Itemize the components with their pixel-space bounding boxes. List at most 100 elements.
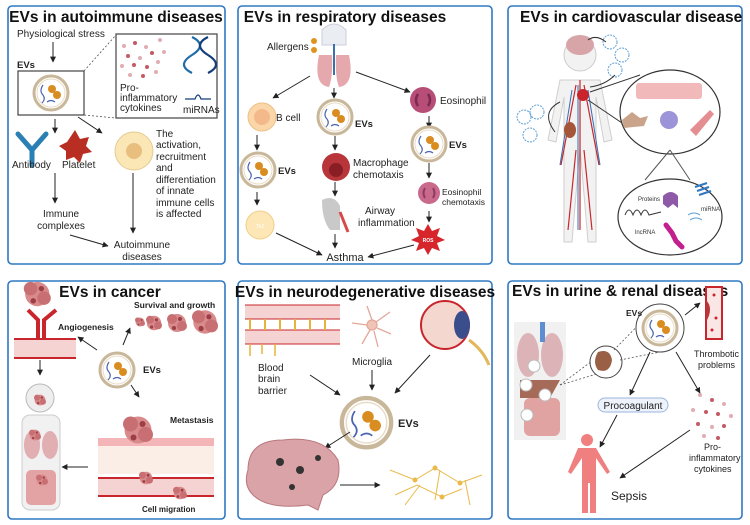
stress-label: Physiological stress [17, 29, 105, 40]
eye-icon [420, 300, 491, 366]
angiogenesis-label: Angiogenesis [58, 322, 114, 332]
autoimmune-diseases-label: diseases [122, 252, 161, 263]
bbb-label: barrier [258, 386, 288, 397]
ev-vesicle-icon [641, 309, 679, 347]
platelet-label: Platelet [62, 160, 96, 171]
evs-label: EVs [143, 365, 161, 376]
panel-title: EVs in autoimmune diseases [9, 9, 223, 26]
tumor-vessel-icon [14, 281, 76, 359]
ev-vesicle-icon [342, 398, 391, 447]
human-torso-organs-icon [514, 322, 566, 440]
kidney-icon [595, 351, 612, 371]
svg-text:and: and [156, 163, 173, 174]
allergens-label: Allergens [267, 42, 309, 53]
ev-cluster-icon [516, 34, 630, 143]
cytokines-label: cytokines [694, 464, 732, 474]
human-organs-icon [21, 383, 61, 511]
immune-cell-icon [660, 111, 678, 129]
antibody-icon [15, 131, 49, 168]
ev-vesicle-icon [410, 125, 448, 163]
lungs-icon [317, 23, 351, 87]
cytokines-label: inflammatory [689, 453, 741, 463]
human-body-icon [547, 35, 613, 243]
macrophage-icon [322, 153, 350, 181]
molecule-icon [663, 222, 685, 250]
svg-text:ROS: ROS [423, 238, 435, 244]
svg-text:The: The [156, 129, 174, 140]
ev-vesicle-icon [98, 351, 136, 389]
panel-respiratory: EVs in respiratory diseases Allergens B … [237, 5, 493, 265]
fibroblast-icon [622, 112, 648, 128]
svg-text:recruitment: recruitment [156, 152, 206, 163]
airway-icon [322, 198, 350, 233]
innate-immune-cell-icon [114, 131, 154, 171]
brain-icon [245, 438, 340, 511]
ev-vesicle-icon [239, 151, 277, 189]
autoimmune-diseases-label: Autoimmune [114, 240, 171, 251]
human-sepsis-icon [568, 434, 610, 513]
evs-label: EVs [398, 418, 419, 430]
panel-renal: EVs in urine & renal diseases EVs Thromb… [507, 280, 743, 520]
svg-text:of innate: of innate [156, 186, 195, 197]
evs-label: EVs [17, 60, 35, 71]
ros-icon: ROS [411, 224, 445, 255]
panel-title: EVs in cardiovascular disease [520, 9, 743, 26]
cytokines-label: inflammatory [120, 93, 177, 104]
cytokine-dots-icon [120, 38, 166, 78]
ev-vesicle-icon [32, 74, 70, 112]
panel-cardiovascular: EVs in cardiovascular disease Proteins [507, 5, 743, 265]
evs-label: EVs [278, 166, 296, 177]
svg-text:is affected: is affected [156, 209, 201, 220]
smooth-muscle-cell-icon [690, 110, 714, 136]
b-cell-icon [247, 102, 277, 132]
asthma-label: Asthma [326, 252, 364, 264]
macrophage-label: Macrophage [353, 158, 409, 169]
panel-title: EVs in neurodegenerative diseases [235, 284, 495, 301]
complexes-label: Immune [43, 209, 80, 220]
neurons-icon [389, 465, 483, 506]
bbb-label: brain [258, 374, 280, 385]
microglia-label: Microglia [352, 357, 392, 368]
allergen-icon [311, 38, 317, 53]
svg-text:immune cells: immune cells [156, 198, 214, 209]
eosinophil-label: Eosinophil [440, 96, 486, 107]
macrophage-label: chemotaxis [353, 170, 404, 181]
thrombotic-label: problems [698, 360, 736, 370]
svg-text:differentiation: differentiation [156, 175, 216, 186]
ev-cargo-inset [617, 178, 723, 256]
thrombus-vessel-icon [705, 286, 723, 340]
mirnas-label: miRNAs [183, 105, 220, 116]
antibody-label: Antibody [12, 160, 51, 171]
cell-migration-label: Cell migration [142, 505, 195, 514]
procoagulant-label: Procoagulant [604, 401, 663, 412]
complexes-label: complexes [37, 221, 85, 232]
metastasis-vessel-icon [98, 416, 214, 500]
sepsis-label: Sepsis [611, 489, 647, 503]
protein-icon [663, 192, 678, 208]
panel-title: EVs in cancer [59, 284, 161, 301]
panel-title: EVs in urine & renal diseases [512, 283, 728, 300]
svg-text:Th2: Th2 [256, 224, 265, 230]
eosinophil-icon [418, 182, 440, 204]
blood-brain-barrier-icon [245, 304, 340, 356]
cytokines-label: Pro- [704, 442, 721, 452]
b-cell-label: B cell [276, 113, 300, 124]
panel-title: EVs in respiratory diseases [244, 9, 446, 26]
mirna-icon [694, 182, 712, 196]
dna-icon [182, 36, 218, 74]
evs-label: EVs [355, 119, 373, 130]
svg-text:activation,: activation, [156, 140, 201, 151]
eosinophil-icon [410, 87, 436, 113]
panel-neurodegenerative: EVs in neurodegenerative diseases Blood … [235, 280, 495, 520]
ev-vesicle-icon [316, 98, 354, 136]
panel-autoimmune: EVs in autoimmune diseases Physiological… [7, 5, 226, 265]
survival-label: Survival and growth [134, 300, 215, 310]
thrombotic-label: Thrombotic [694, 349, 740, 359]
platelet-icon [59, 130, 92, 163]
lncrna-label: lncRNA [635, 230, 655, 236]
panel-cancer: EVs in cancer Angiogenesis Survival and … [7, 280, 226, 520]
proteins-label: Proteins [638, 197, 660, 203]
evs-label: EVs [626, 308, 642, 318]
procoagulant-badge [597, 397, 669, 413]
